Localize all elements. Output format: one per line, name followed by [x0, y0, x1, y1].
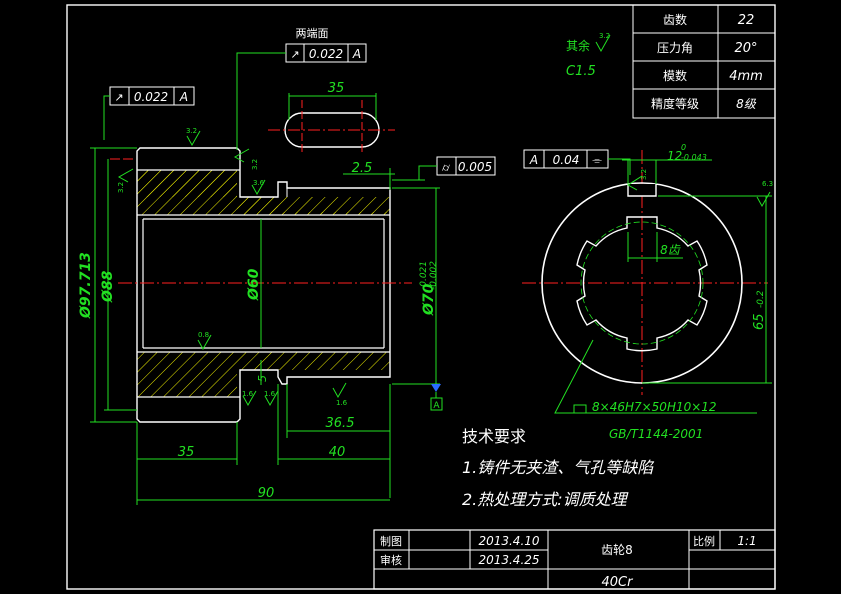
- datum-letter: A: [433, 401, 440, 411]
- chamfer-note: C1.5: [566, 64, 596, 79]
- gear-outline: [136, 147, 391, 423]
- key-width-lower: -0.043: [681, 153, 707, 162]
- gtol-left-datum: A: [179, 90, 188, 104]
- tech-requirement-1: 1.铸件无夹渣、气孔等缺陷: [462, 458, 655, 477]
- roughness-mark-2: 3.2: [251, 159, 259, 170]
- dim-35: 35: [178, 445, 195, 460]
- drawn-date: 2013.4.10: [478, 534, 539, 548]
- tech-requirement-2: 2.热处理方式:调质处理: [462, 490, 629, 509]
- dim-tip-diameter: Ø97.713: [78, 252, 94, 319]
- cylindricity-icon: ⌭: [442, 161, 450, 174]
- dim-2-5: 2.5: [352, 161, 373, 176]
- scale-value: 1:1: [737, 534, 756, 548]
- tech-requirements-title: 技术要求: [462, 427, 526, 446]
- roughness-mark-3: 3.2: [117, 182, 125, 193]
- title-block: 制图 2013.4.10 审核 2013.4.25 齿轮8 比例 1:1 40C…: [373, 529, 776, 590]
- params-table: 齿数 22 压力角 20° 模数 4mm 精度等级 8级: [632, 4, 776, 119]
- dim-36-5: 36.5: [326, 416, 355, 431]
- symmetry-icon: ⌯: [592, 153, 602, 167]
- side-gtol-datum: A: [529, 153, 538, 167]
- roughness-mark-1: 3.2: [186, 127, 197, 135]
- side-gtol-value: 0.04: [553, 153, 580, 167]
- gtol-top-datum: A: [352, 47, 361, 61]
- material: 40Cr: [602, 575, 635, 590]
- spline-standard: GB/T1144-2001: [609, 427, 703, 441]
- param-label-teeth: 齿数: [663, 12, 687, 27]
- roughness-mark-7: 1.6: [264, 390, 276, 398]
- tooth-label: 8齿: [660, 243, 682, 257]
- key-roughness: 3.2: [640, 169, 648, 180]
- param-value-module: 4mm: [729, 69, 763, 84]
- drawn-label: 制图: [380, 535, 402, 548]
- dim-90: 90: [258, 486, 275, 501]
- key-width-upper: 0: [681, 143, 686, 152]
- tech-requirements: 技术要求 1.铸件无夹渣、气孔等缺陷 2.热处理方式:调质处理: [462, 427, 655, 509]
- param-value-pressure-angle: 20°: [734, 41, 757, 56]
- dim-shaft-lower: -0.002: [429, 261, 439, 290]
- param-label-accuracy: 精度等级: [651, 96, 699, 111]
- part-name: 齿轮8: [601, 543, 633, 557]
- dim-5: 5: [256, 375, 269, 382]
- roughness-mark-8: 1.6: [336, 399, 348, 407]
- spline-profile: [576, 216, 708, 352]
- roughness-mark-5: 0.8: [198, 331, 209, 339]
- dim-shaft-diameter: Ø70: [421, 283, 437, 316]
- gtol-left-value: 0.022: [134, 90, 168, 104]
- roughness-mark-6: 1.6: [242, 390, 254, 398]
- depth-tolerance: -0.2: [756, 290, 766, 308]
- runout-left-icon: ↗: [114, 91, 123, 104]
- key-width-dim: 12: [667, 149, 682, 163]
- dim-88-diameter: Ø88: [100, 270, 116, 303]
- front-view: 35 两端面 ↗ 0.022 A ↗ 0.022 A ⌭ 0.005 2.5 Ø…: [78, 27, 496, 505]
- dim-40: 40: [329, 445, 346, 460]
- roughness-symbol-icon: [595, 34, 611, 53]
- param-label-pressure-angle: 压力角: [657, 41, 693, 55]
- param-label-module: 模数: [663, 68, 687, 83]
- depth-dim: 65: [752, 313, 767, 330]
- surface-note: 其余 3.2 C1.5: [566, 32, 611, 79]
- datum-triangle-icon: [431, 384, 441, 392]
- gtol-top-value: 0.022: [309, 47, 343, 61]
- surface-note-label: 其余: [566, 38, 590, 53]
- both-ends-label: 两端面: [296, 27, 329, 40]
- roughness-value: 3.2: [599, 32, 610, 40]
- scale-label: 比例: [693, 534, 715, 548]
- side-view: A 0.04 ⌯ 12 0 -0.043 3.2 6.3 8齿 65 -0.2 …: [522, 143, 773, 441]
- roughness-marks: [117, 130, 347, 407]
- outer-roughness: 6.3: [762, 180, 773, 188]
- dim-bore-diameter: Ø60: [246, 268, 262, 301]
- param-value-teeth: 22: [738, 13, 755, 28]
- gtol-right-value: 0.005: [458, 160, 492, 174]
- spline-spec: 8×46H7×50H10×12: [592, 400, 717, 414]
- dim-shaft-upper: -0.021: [419, 261, 429, 290]
- runout-icon: ↗: [290, 48, 299, 61]
- check-date: 2013.4.25: [478, 553, 539, 567]
- param-value-accuracy: 8级: [736, 97, 757, 111]
- keyway-width-dim: 35: [328, 81, 345, 96]
- check-label: 审核: [380, 553, 402, 567]
- roughness-mark-4: 3.6: [253, 179, 265, 187]
